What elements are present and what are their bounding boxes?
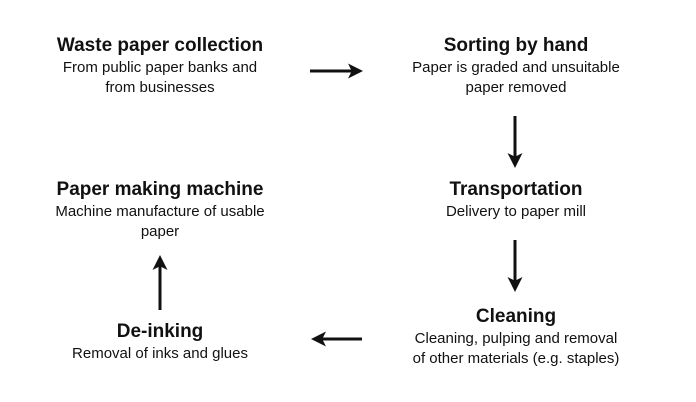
step-title: Sorting by hand bbox=[443, 35, 589, 56]
description-line: Removal of inks and glues bbox=[72, 345, 248, 362]
description-line: paper removed bbox=[465, 79, 567, 96]
step-paper-making-machine: Paper making machine Machine manufacture… bbox=[10, 178, 310, 242]
description-line: From public paper banks and bbox=[62, 59, 258, 76]
step-title: Cleaning bbox=[475, 306, 557, 327]
description-line: paper bbox=[140, 223, 180, 240]
step-waste-paper-collection: Waste paper collection From public paper… bbox=[10, 34, 310, 98]
description-line: from businesses bbox=[105, 79, 215, 96]
step-transportation: Transportation Delivery to paper mill bbox=[366, 178, 666, 222]
step-description: Delivery to paper mill bbox=[366, 202, 666, 222]
step-de-inking: De-inking Removal of inks and glues bbox=[10, 320, 310, 364]
step-description: Cleaning, pulping and removal of other m… bbox=[366, 329, 666, 369]
step-description: Machine manufacture of usable paper bbox=[10, 202, 310, 242]
step-description: Paper is graded and unsuitable paper rem… bbox=[366, 58, 666, 98]
step-title: De-inking bbox=[116, 321, 204, 342]
description-line: Cleaning, pulping and removal bbox=[414, 330, 618, 347]
description-line: Delivery to paper mill bbox=[445, 203, 587, 220]
description-line: Paper is graded and unsuitable bbox=[412, 59, 620, 76]
description-line: Machine manufacture of usable bbox=[55, 203, 265, 220]
step-title: Transportation bbox=[449, 179, 583, 200]
step-title: Waste paper collection bbox=[56, 35, 264, 56]
description-line: of other materials (e.g. staples) bbox=[412, 350, 620, 367]
step-title: Paper making machine bbox=[56, 179, 264, 200]
step-cleaning: Cleaning Cleaning, pulping and removal o… bbox=[366, 305, 666, 369]
step-sorting-by-hand: Sorting by hand Paper is graded and unsu… bbox=[366, 34, 666, 98]
step-description: From public paper banks and from busines… bbox=[10, 58, 310, 98]
step-description: Removal of inks and glues bbox=[10, 344, 310, 364]
